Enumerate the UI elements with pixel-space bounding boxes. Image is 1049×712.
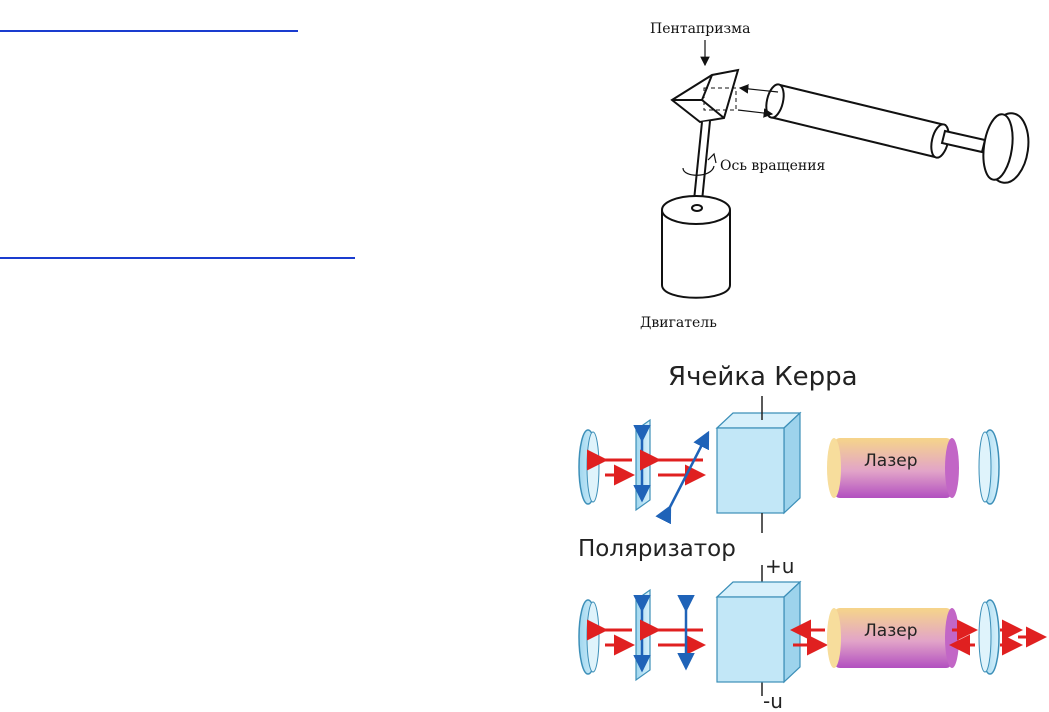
motor-label: Двигатель [640,315,717,331]
row-q-switch-off: Лазер [578,396,1000,533]
kerr-cell-diagram: Ячейка Керра Поляризатор [578,362,1047,712]
rotation-axis-label: Ось вращения [720,158,826,174]
kerr-cell-label: Ячейка Керра [668,362,858,392]
hyperlink-underline[interactable] [0,257,355,259]
laser-tube-top [827,438,959,498]
motor [661,195,731,299]
rotation-arrow [682,165,715,176]
laser-label-top: Лазер [864,451,918,471]
beam-arrow [737,108,774,118]
kerr-cell [715,580,802,684]
hyperlink-underline[interactable] [0,30,298,32]
pentaprism [670,68,740,124]
kerr-cell [715,411,802,515]
polarizer-label: Поляризатор [578,536,736,562]
laser-tube [765,83,1030,184]
beam-arrow [738,84,779,94]
laser-label-bottom: Лазер [864,621,918,641]
minus-u-label: -u [763,689,783,712]
plus-u-label: +u [765,554,794,578]
beam-dashed-path [703,87,737,111]
row-q-switch-on: +u -u Лазер [578,554,1047,712]
pentaprism-label: Пентапризма [650,21,750,37]
rotating-prism-diagram: Пентапризма Ось вращения [640,21,1030,331]
